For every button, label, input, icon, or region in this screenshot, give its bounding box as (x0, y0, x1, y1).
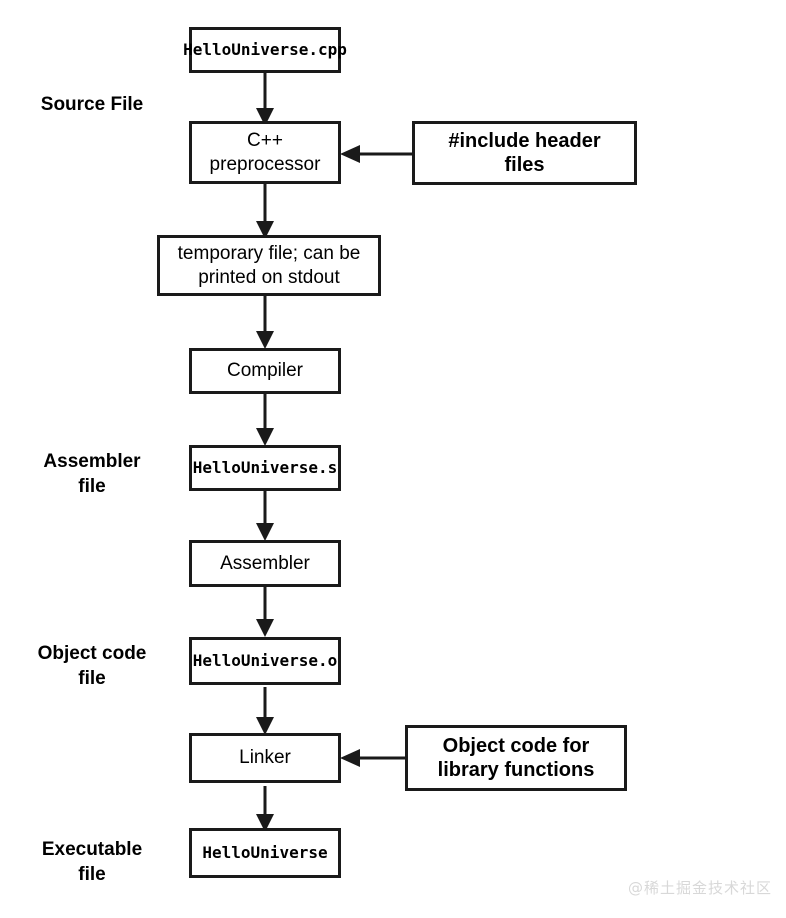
edge-preprocessor-to-temporary-file (256, 183, 274, 239)
edge-hellouniverse-s-to-assembler (256, 489, 274, 541)
stage-label-assembler-file: Assembler file (43, 451, 141, 497)
edge-include-header-to-preprocessor (340, 145, 414, 163)
node-hellouniverse-o[interactable]: HelloUniverse.o (189, 637, 341, 685)
watermark-text: @稀土掘金技术社区 (627, 879, 772, 897)
node-include-header-files[interactable]: #include header files (412, 121, 637, 185)
edge-hellouniverse-o-to-linker (256, 687, 274, 735)
edge-temporary-file-to-compiler (256, 295, 274, 349)
node-hellouniverse[interactable]: HelloUniverse (189, 828, 341, 878)
node-hellouniverse-cpp[interactable]: HelloUniverse.cpp (183, 27, 347, 73)
edge-assembler-to-hellouniverse-o (256, 587, 274, 637)
edge-linker-to-hellouniverse (256, 786, 274, 832)
node-linker[interactable]: Linker (189, 733, 341, 783)
stage-label-source-file: Source File (40, 94, 144, 115)
node-compiler[interactable]: Compiler (189, 348, 341, 394)
node-hellouniverse-s[interactable]: HelloUniverse.s (189, 445, 341, 491)
stage-label-executable-file: Executable file (41, 839, 143, 885)
edge-compiler-to-hellouniverse-s (256, 392, 274, 446)
node-object-code-library[interactable]: Object code for library functions (405, 725, 627, 791)
node-assembler[interactable]: Assembler (189, 540, 341, 587)
edge-cpp-to-preprocessor (256, 72, 274, 126)
stage-label-object-code-file: Object code file (37, 643, 147, 689)
node-temporary-file[interactable]: temporary file; can be printed on stdout (157, 235, 381, 296)
node-cpp-preprocessor[interactable]: C++ preprocessor (189, 121, 341, 184)
edge-object-code-library-to-linker (340, 749, 408, 767)
